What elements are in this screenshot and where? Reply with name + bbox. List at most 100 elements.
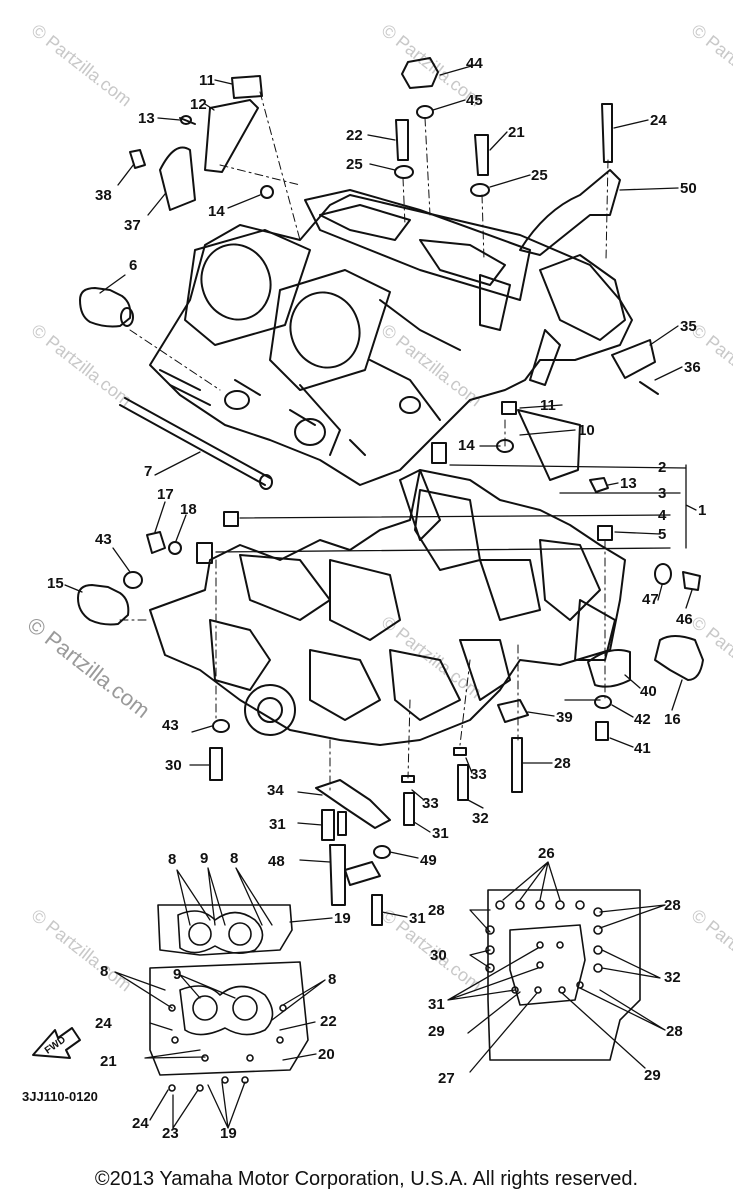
callout-40[interactable]: 40 xyxy=(640,683,657,700)
callout-35[interactable]: 35 xyxy=(680,318,697,335)
part-37-bracket xyxy=(159,146,196,211)
part-24-bolt xyxy=(601,103,613,163)
callout-28d[interactable]: 28 xyxy=(666,1023,683,1040)
callout-6[interactable]: 6 xyxy=(129,257,138,274)
callout-31[interactable]: 31 xyxy=(269,816,286,833)
callout-30[interactable]: 30 xyxy=(165,757,182,774)
callout-32b[interactable]: 32 xyxy=(664,969,681,986)
callout-43b[interactable]: 43 xyxy=(162,717,179,734)
callout-9[interactable]: 9 xyxy=(200,850,209,867)
callout-12[interactable]: 12 xyxy=(190,96,207,113)
callout-28c[interactable]: 28 xyxy=(664,897,681,914)
part-42-washer xyxy=(594,695,612,709)
callout-17[interactable]: 17 xyxy=(157,486,174,503)
callout-22b[interactable]: 22 xyxy=(320,1013,337,1030)
callout-46[interactable]: 46 xyxy=(676,611,693,628)
callout-24c[interactable]: 24 xyxy=(132,1115,149,1132)
callout-8c[interactable]: 8 xyxy=(100,963,109,980)
part-31-bolt xyxy=(321,809,335,841)
upper-crankcase xyxy=(149,189,633,486)
callout-2[interactable]: 2 xyxy=(658,459,667,476)
callout-32[interactable]: 32 xyxy=(472,810,489,827)
part-45-oring xyxy=(416,105,434,119)
callout-18[interactable]: 18 xyxy=(180,501,197,518)
callout-29[interactable]: 29 xyxy=(428,1023,445,1040)
callout-15[interactable]: 15 xyxy=(47,575,64,592)
part-13-bolt xyxy=(589,477,609,493)
callout-41[interactable]: 41 xyxy=(634,740,651,757)
callout-28[interactable]: 28 xyxy=(554,755,571,772)
part-4-dowel xyxy=(223,511,239,527)
callout-31d[interactable]: 31 xyxy=(428,996,445,1013)
callout-11b[interactable]: 11 xyxy=(540,397,556,414)
callout-31c[interactable]: 31 xyxy=(409,910,426,927)
part-2-spring xyxy=(431,442,447,464)
callout-21[interactable]: 21 xyxy=(508,124,525,141)
callout-37[interactable]: 37 xyxy=(124,217,141,234)
part-16-plug xyxy=(654,635,704,681)
callout-11[interactable]: 11 xyxy=(199,72,215,89)
callout-22[interactable]: 22 xyxy=(346,127,363,144)
part-30-bolt xyxy=(209,747,223,781)
callout-24[interactable]: 24 xyxy=(650,112,667,129)
callout-4[interactable]: 4 xyxy=(658,507,667,524)
part-33-washer xyxy=(401,775,415,783)
part-6-plug xyxy=(79,287,132,328)
callout-47[interactable]: 47 xyxy=(642,591,659,608)
part-34-plate xyxy=(315,779,391,829)
callout-33[interactable]: 33 xyxy=(470,766,487,783)
callout-9b[interactable]: 9 xyxy=(173,966,182,983)
part-15-plug xyxy=(77,584,130,626)
part-11-gasket xyxy=(231,75,263,99)
callout-7[interactable]: 7 xyxy=(144,463,153,480)
callout-36[interactable]: 36 xyxy=(684,359,701,376)
callout-23[interactable]: 23 xyxy=(162,1125,179,1142)
part-31-bolt-b xyxy=(371,894,383,926)
callout-21b[interactable]: 21 xyxy=(100,1053,117,1070)
callout-38[interactable]: 38 xyxy=(95,187,112,204)
part-21-bolt xyxy=(474,134,489,176)
callout-19b[interactable]: 19 xyxy=(220,1125,237,1142)
part-14-dowel xyxy=(260,185,274,199)
callout-33b[interactable]: 33 xyxy=(422,795,439,812)
callout-43[interactable]: 43 xyxy=(95,531,112,548)
callout-45[interactable]: 45 xyxy=(466,92,483,109)
callout-16[interactable]: 16 xyxy=(664,711,681,728)
callout-42[interactable]: 42 xyxy=(634,711,651,728)
callout-14b[interactable]: 14 xyxy=(458,437,475,454)
callout-26[interactable]: 26 xyxy=(538,845,555,862)
callout-10[interactable]: 10 xyxy=(578,422,595,439)
callout-8b[interactable]: 8 xyxy=(230,850,239,867)
callout-8d[interactable]: 8 xyxy=(328,971,337,988)
callout-24b[interactable]: 24 xyxy=(95,1015,112,1032)
callout-28b[interactable]: 28 xyxy=(428,902,445,919)
callout-13[interactable]: 13 xyxy=(138,110,155,127)
callout-19[interactable]: 19 xyxy=(334,910,351,927)
callout-39[interactable]: 39 xyxy=(556,709,573,726)
part-38-bolt xyxy=(129,149,146,169)
callout-49[interactable]: 49 xyxy=(420,852,437,869)
part-35-bracket xyxy=(611,339,656,379)
callout-8[interactable]: 8 xyxy=(168,851,177,868)
callout-48[interactable]: 48 xyxy=(268,853,285,870)
callout-34[interactable]: 34 xyxy=(267,782,284,799)
callout-50[interactable]: 50 xyxy=(680,180,697,197)
callout-14[interactable]: 14 xyxy=(208,203,225,220)
part-49-oring xyxy=(373,845,391,859)
callout-29b[interactable]: 29 xyxy=(644,1067,661,1084)
callout-27[interactable]: 27 xyxy=(438,1070,455,1087)
part-17 xyxy=(146,531,166,554)
callout-3[interactable]: 3 xyxy=(658,485,667,502)
callout-20[interactable]: 20 xyxy=(318,1046,335,1063)
lower-crankcase xyxy=(149,469,626,746)
callout-44[interactable]: 44 xyxy=(466,55,483,72)
callout-13b[interactable]: 13 xyxy=(620,475,637,492)
callout-25[interactable]: 25 xyxy=(346,156,363,173)
callout-5[interactable]: 5 xyxy=(658,526,667,543)
callout-1[interactable]: 1 xyxy=(698,502,707,519)
callout-30b[interactable]: 30 xyxy=(430,947,447,964)
assembly-lines xyxy=(119,91,609,791)
callout-31b[interactable]: 31 xyxy=(432,825,449,842)
callout-25b[interactable]: 25 xyxy=(531,167,548,184)
